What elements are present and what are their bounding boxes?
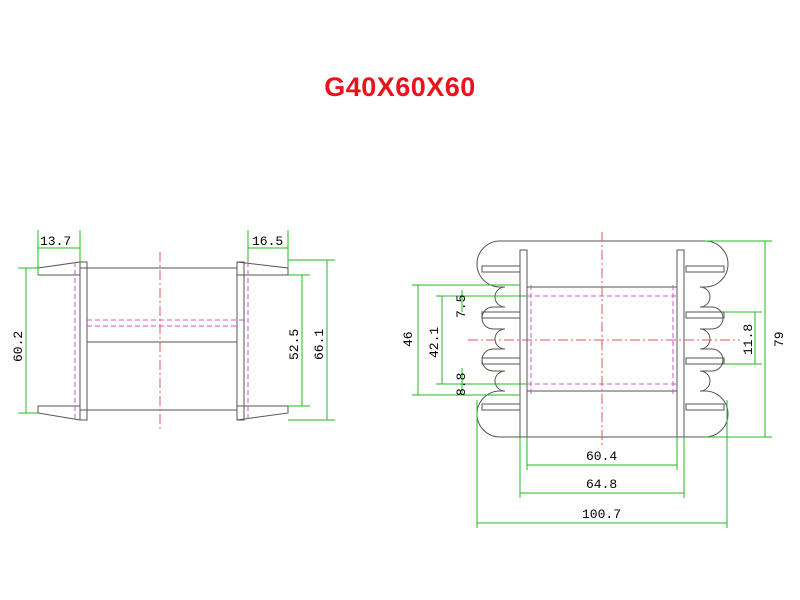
dim-8-8: 8.8 — [454, 373, 469, 396]
front-view-dimensions — [412, 240, 772, 528]
left-wall — [79, 261, 88, 421]
dim-16-5: 16.5 — [252, 234, 283, 249]
dim-7-5: 7.5 — [454, 295, 469, 318]
side-view-dimensions — [18, 230, 335, 421]
side-view-outline — [37, 261, 289, 421]
top-flange-right — [236, 261, 289, 276]
dim-79: 79 — [772, 331, 787, 347]
dim-66-1: 66.1 — [312, 329, 327, 360]
bottom-flange-right — [236, 405, 289, 421]
dim-64-8: 64.8 — [586, 477, 617, 492]
dim-100-7: 100.7 — [582, 507, 621, 522]
dim-42-1: 42.1 — [427, 327, 442, 358]
bottom-flange — [37, 405, 81, 421]
right-wall — [676, 249, 685, 438]
dim-13-7: 13.7 — [40, 234, 71, 249]
drawing-title: G40X60X60 — [324, 72, 476, 102]
front-view-centerlines — [468, 232, 740, 448]
side-view-hidden — [74, 262, 249, 420]
top-flange — [37, 261, 81, 276]
side-view: 13.7 16.5 60.2 52.5 66.1 — [11, 230, 335, 432]
dim-11-8: 11.8 — [741, 324, 756, 355]
dim-60-2: 60.2 — [11, 331, 26, 362]
front-view: 46 42.1 7.5 8.8 11.8 79 60.4 64.8 100.7 — [401, 232, 787, 528]
dim-52-5: 52.5 — [287, 329, 302, 360]
dim-60-4: 60.4 — [586, 449, 617, 464]
right-wall — [236, 261, 245, 421]
dim-46: 46 — [401, 331, 416, 347]
left-wall — [519, 249, 528, 438]
